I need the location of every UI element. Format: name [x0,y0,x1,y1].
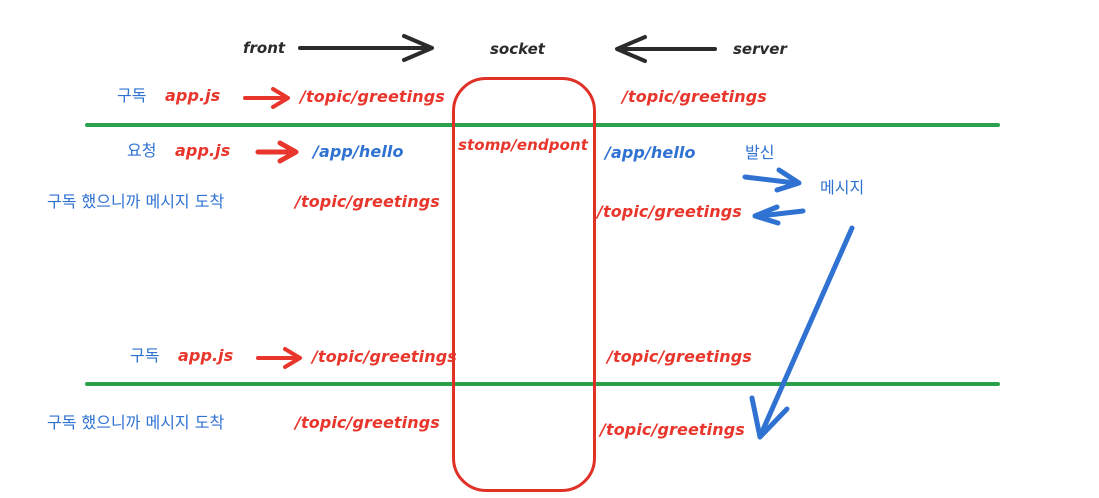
row-request-arrow-right-icon [255,140,299,164]
row-request-server-destination: /app/hello [605,143,696,162]
row-message-arrive-1-front-action: 구독 했으니까 메시지 도착 [47,192,225,211]
row-subscribe-1-front-destination: /topic/greetings [300,87,445,106]
row-subscribe-1-server-destination: /topic/greetings [622,87,767,106]
message-flow-arrow-down-left-icon [749,225,855,440]
row-subscribe-2-front-destination: /topic/greetings [312,347,457,366]
row-request-server-action: 발신 [745,143,775,162]
row-subscribe-2-front-source: app.js [178,346,234,365]
receive-arrow-left-icon [752,204,806,226]
socket-channel-capsule [452,77,596,492]
divider-line-top [85,123,1000,127]
row-request-front-source: app.js [175,141,231,160]
server-arrow-left-icon [615,35,717,63]
header-socket-label: socket [490,40,545,58]
row-message-arrive-2-server-destination: /topic/greetings [600,420,745,439]
row-subscribe-2-arrow-right-icon [256,347,302,369]
row-message-arrive-1-server-action: 메시지 [820,178,865,197]
row-message-arrive-1-server-destination: /topic/greetings [597,202,742,221]
row-message-arrive-2-front-action: 구독 했으니까 메시지 도착 [47,413,225,432]
row-subscribe-1-front-action: 구독 [117,86,147,105]
row-subscribe-1-front-source: app.js [165,86,221,105]
row-request-front-destination: /app/hello [313,142,404,161]
socket-endpoint-label: stomp/endpont [458,136,589,154]
divider-line-bottom [85,382,1000,386]
row-request-front-action: 요청 [127,141,157,160]
row-subscribe-2-server-destination: /topic/greetings [607,347,752,366]
front-arrow-right-icon [298,34,434,62]
row-message-arrive-2-front-destination: /topic/greetings [295,413,440,432]
send-arrow-right-icon [742,167,802,193]
header-server-label: server [733,40,787,58]
row-subscribe-2-front-action: 구독 [130,346,160,365]
header-front-label: front [243,39,286,57]
row-message-arrive-1-front-destination: /topic/greetings [295,192,440,211]
row-subscribe-1-arrow-right-icon [243,87,290,109]
